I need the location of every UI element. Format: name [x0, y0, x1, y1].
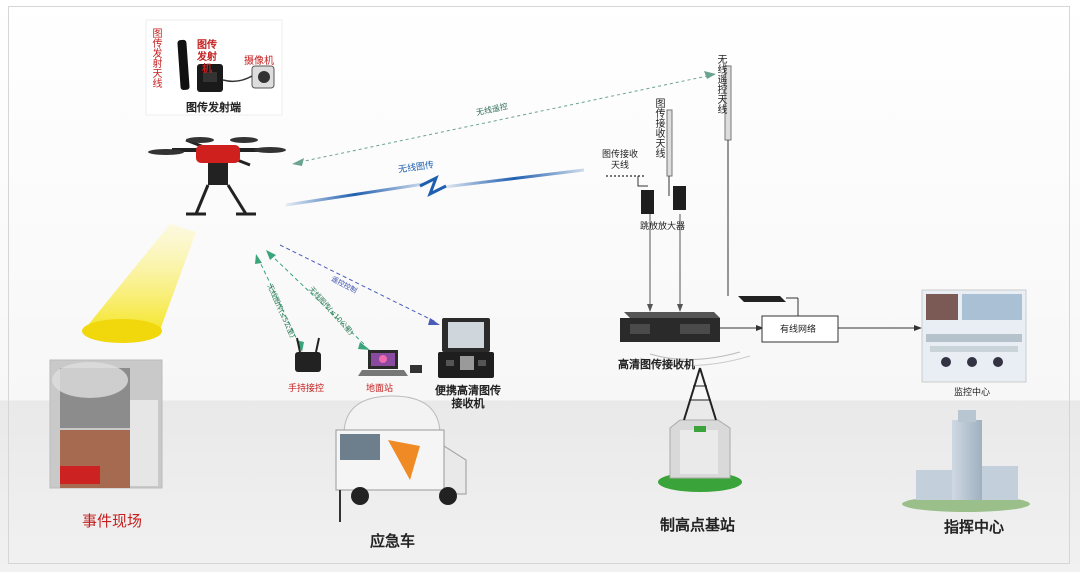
hd-receiver-icon	[620, 312, 751, 367]
label-tx-end: 图传发射端	[186, 101, 241, 114]
tx-unit-icon	[197, 64, 223, 92]
ground-links	[255, 244, 440, 352]
fire-scene-image	[49, 359, 163, 489]
rc-router-icon	[738, 296, 799, 318]
label-rx-antenna-short: 图传接收天线	[601, 150, 638, 171]
tx-antenna-icon	[177, 39, 190, 91]
command-building-icon	[902, 410, 1030, 512]
amplifier-icon	[641, 186, 686, 312]
monitor-center-image	[921, 289, 1027, 383]
wired-network-box	[761, 315, 839, 343]
label-wired-network: 有线网络	[780, 325, 817, 335]
label-hd-receiver: 高清图传接收机	[618, 358, 695, 371]
label-rx-antenna-tall: 图传接收天线	[653, 98, 664, 158]
base-station-icon	[658, 367, 742, 492]
rc-antenna-icon	[724, 65, 732, 296]
label-high-base: 制高点基站	[660, 516, 736, 534]
rx-antenna-tall-icon	[666, 109, 673, 196]
camera-icon	[222, 65, 275, 89]
label-command: 指挥中心	[944, 518, 1005, 536]
label-tx-unit: 图传发射机	[197, 40, 217, 75]
label-portable-receiver: 便携高清图传接收机	[435, 384, 501, 410]
label-camera: 摄像机	[244, 56, 274, 67]
label-vehicle: 应急车	[370, 532, 416, 550]
label-scene: 事件现场	[82, 512, 143, 530]
label-tx-antenna: 图传发射天线	[150, 28, 161, 88]
emergency-vehicle-icon	[335, 395, 467, 522]
diagram-frame	[8, 6, 1070, 564]
label-laptop: 地面站	[366, 384, 394, 394]
label-handheld: 手持接控	[288, 384, 325, 394]
wireless-control-link	[299, 74, 713, 163]
laptop-icon	[358, 350, 422, 376]
camera-beam	[82, 224, 196, 343]
tx-end-panel	[145, 19, 283, 116]
rx-antenna-short-icon	[606, 175, 648, 187]
wireless-video-link	[285, 168, 585, 207]
label-amplifier: 跳放放大器	[640, 222, 686, 232]
label-rc-antenna: 无线遥控天线	[715, 54, 726, 114]
drone-icon	[148, 137, 286, 216]
handheld-icon	[295, 337, 321, 372]
label-monitor-center: 监控中心	[954, 388, 991, 398]
portable-receiver-icon	[438, 318, 494, 378]
